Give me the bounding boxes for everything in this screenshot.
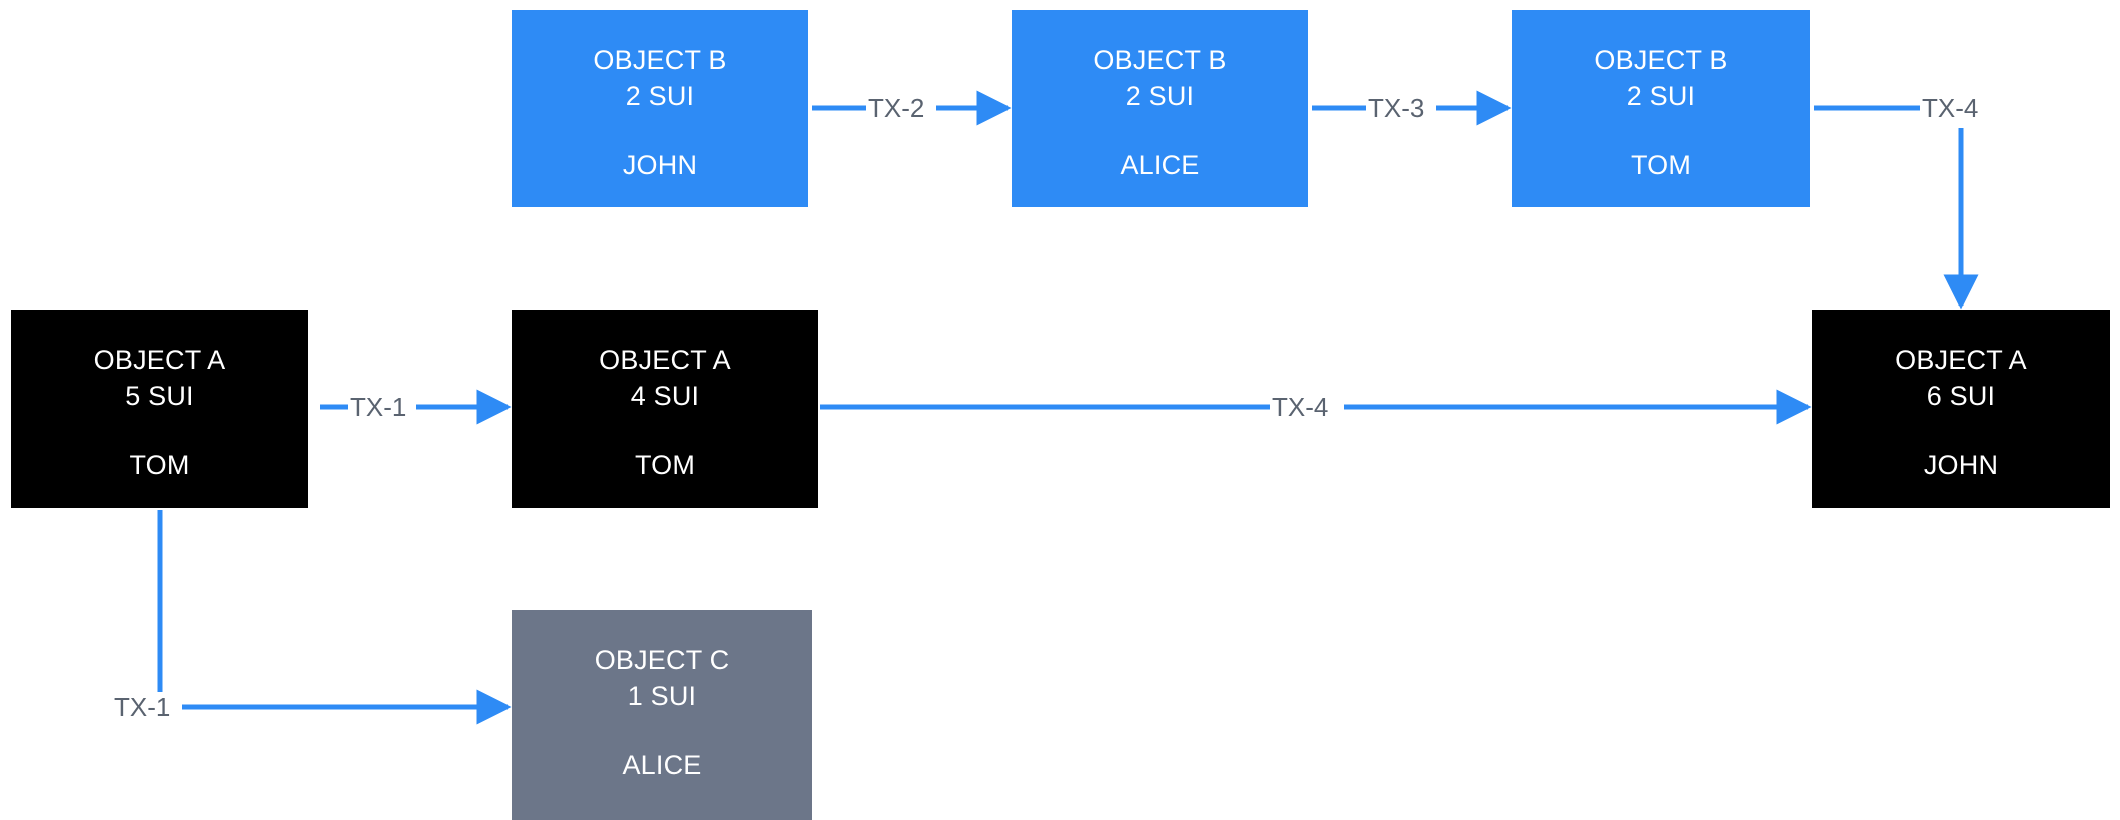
node-amount: 6 SUI (1926, 381, 1996, 411)
edge-label-tx4-b-to-a: TX-4 (1920, 93, 1981, 123)
node-amount: 2 SUI (625, 81, 695, 111)
node-owner: JOHN (622, 150, 698, 180)
node-title: OBJECT B (1093, 45, 1227, 75)
node-title: OBJECT A (1895, 345, 2027, 375)
edge-label-tx3-b-to-b: TX-3 (1366, 93, 1427, 123)
node-amount: 2 SUI (1626, 81, 1696, 111)
node-object-c-alice[interactable]: OBJECT C 1 SUI ALICE (512, 610, 812, 820)
node-object-a-4sui-tom[interactable]: OBJECT A 4 SUI TOM (512, 310, 818, 508)
edge-label-tx2-b-to-b: TX-2 (866, 93, 927, 123)
node-object-a-5sui-tom[interactable]: OBJECT A 5 SUI TOM (11, 310, 308, 508)
node-amount: 4 SUI (630, 381, 700, 411)
edge-label-tx1-a-to-a: TX-1 (348, 392, 409, 422)
node-owner: ALICE (622, 750, 702, 780)
edge-tx1-a-to-c (112, 510, 163, 710)
node-object-a-6sui-john[interactable]: OBJECT A 6 SUI JOHN (1812, 310, 2110, 508)
node-amount: 1 SUI (627, 681, 697, 711)
node-title: OBJECT B (593, 45, 727, 75)
node-title: OBJECT A (93, 345, 226, 375)
node-owner: TOM (1630, 150, 1692, 180)
node-owner: ALICE (1120, 150, 1200, 180)
node-owner: JOHN (1923, 450, 1999, 480)
node-owner: TOM (634, 450, 696, 480)
node-amount: 5 SUI (125, 381, 194, 411)
node-title: OBJECT B (1594, 45, 1728, 75)
edge-label-tx4-a-to-a: TX-4 (1270, 392, 1331, 422)
edge-label-tx1-a-to-c: TX-1 (112, 692, 173, 722)
node-title: OBJECT C (594, 645, 730, 675)
node-object-b-tom[interactable]: OBJECT B 2 SUI TOM (1512, 10, 1810, 207)
node-amount: 2 SUI (1125, 81, 1195, 111)
node-object-b-alice[interactable]: OBJECT B 2 SUI ALICE (1012, 10, 1308, 207)
node-object-b-john[interactable]: OBJECT B 2 SUI JOHN (512, 10, 808, 207)
node-title: OBJECT A (599, 345, 731, 375)
node-owner: TOM (129, 450, 190, 480)
